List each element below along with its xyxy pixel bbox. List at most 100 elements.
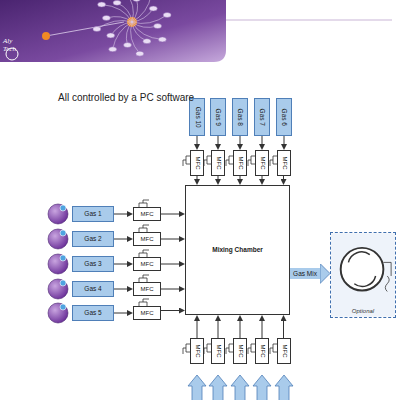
optional-unit-label: Optional <box>352 308 374 314</box>
gas-inlet-arrow: Gas 9 <box>210 98 226 136</box>
flow-arrow <box>240 176 241 179</box>
inlet-arrow <box>209 375 227 400</box>
bottle-valve <box>60 255 66 261</box>
mfc-box: MFC <box>255 150 269 176</box>
gas-bottle <box>48 254 68 274</box>
valve-symbol <box>139 299 149 306</box>
flow-arrow <box>240 136 241 144</box>
mfc-box: MFC <box>133 232 161 246</box>
banner-node <box>109 47 117 52</box>
banner-spoke <box>113 22 132 49</box>
mixing-chamber: Mixing Chamber <box>185 185 290 315</box>
gas-inlet-arrow-label: Gas 8 <box>237 108 244 125</box>
banner-node <box>107 33 115 38</box>
flow-arrow <box>262 176 263 179</box>
flow-arrow <box>114 239 127 240</box>
gas-bottle <box>48 303 68 323</box>
optional-ground <box>331 233 395 316</box>
mfc-box-label: MFC <box>141 261 154 267</box>
banner-node <box>154 24 162 29</box>
mfc-box: MFC <box>133 282 161 296</box>
gas-bottles <box>48 204 68 323</box>
flow-arrow <box>284 136 285 144</box>
flow-arrow <box>114 214 127 215</box>
valve-symbol <box>204 156 211 166</box>
mfc-box: MFC <box>233 150 247 176</box>
mfc-box: MFC <box>233 338 247 364</box>
valve-symbol <box>248 344 255 354</box>
output-arrow <box>290 268 320 279</box>
pump-coil <box>383 262 391 291</box>
valve-symbol <box>183 344 190 354</box>
edge-label: Gas Mix <box>292 270 318 277</box>
mfc-box: MFC <box>277 150 291 176</box>
flow-arrow <box>114 289 127 290</box>
logo-text: Aly Tech <box>3 38 19 53</box>
banner-node <box>102 15 110 20</box>
inlet-arrow <box>231 375 249 400</box>
gas-inlet-arrow: Gas 2 <box>72 231 114 247</box>
banner-art <box>6 0 171 60</box>
gas-inlet-arrow-label: Gas 10 <box>194 107 201 128</box>
mfc-box: MFC <box>211 150 225 176</box>
banner-spoke <box>132 15 167 23</box>
banner-node <box>113 0 121 5</box>
banner-node <box>133 0 141 1</box>
mfc-box: MFC <box>190 150 204 176</box>
gas-inlet-arrow-label: Gas 3 <box>84 261 101 268</box>
mfc-box-label: MFC <box>237 157 243 170</box>
bottle-valve <box>60 230 66 236</box>
valve-symbol <box>226 156 233 166</box>
valve-symbol <box>248 156 255 166</box>
mfc-box-label: MFC <box>141 310 154 316</box>
mfc-box-label: MFC <box>259 157 265 170</box>
mfc-box: MFC <box>133 207 161 221</box>
mfc-box: MFC <box>211 338 225 364</box>
optional-unit: Optional <box>330 232 396 318</box>
gas-inlet-arrow: Gas 6 <box>276 98 292 136</box>
flow-arrow <box>161 264 179 265</box>
gas-inlet-arrow: Gas 7 <box>254 98 270 136</box>
valve-symbol <box>139 225 149 232</box>
mfc-box-label: MFC <box>281 157 287 170</box>
gas-inlet-arrow-label: Gas 7 <box>259 108 266 125</box>
pump-icon <box>331 233 395 317</box>
valve-symbol <box>139 250 149 257</box>
flow-arrow <box>283 176 284 179</box>
flow-arrow <box>197 321 198 338</box>
flow-arrow <box>114 264 127 265</box>
gas-bottle <box>48 204 68 224</box>
mfc-box-label: MFC <box>281 345 287 358</box>
banner-spoke <box>132 22 162 39</box>
valve-symbol <box>183 156 190 166</box>
mfc-box-label: MFC <box>215 345 221 358</box>
gas-bottle <box>48 229 68 249</box>
mfc-box-label: MFC <box>237 345 243 358</box>
mfc-box-label: MFC <box>194 157 200 170</box>
flow-arrow <box>197 136 198 144</box>
gas-bottle <box>48 279 68 299</box>
pump-housing <box>341 248 384 291</box>
valve-symbol <box>270 156 277 166</box>
gas-inlet-arrow-label: Gas 9 <box>215 108 222 125</box>
mixing-chamber-label: Mixing Chamber <box>212 247 263 254</box>
gas-inlet-arrow: Gas 1 <box>72 206 114 222</box>
banner-node <box>136 51 144 56</box>
mfc-box-label: MFC <box>141 286 154 292</box>
flow-arrow <box>161 310 179 311</box>
flow-arrow <box>240 321 241 338</box>
gas-inlet-arrow-label: Gas 4 <box>84 286 101 293</box>
flow-arrow <box>218 321 219 338</box>
inlet-arrow <box>188 375 206 400</box>
mfc-box: MFC <box>190 338 204 364</box>
gas-inlet-arrow-label: Gas 5 <box>84 310 101 317</box>
flow-arrow <box>262 321 263 338</box>
gas-inlet-arrow: Gas 5 <box>72 305 114 321</box>
inlet-arrow <box>253 375 271 400</box>
gas-inlet-arrow-label: Gas 6 <box>281 108 288 125</box>
bottle-valve <box>60 280 66 286</box>
banner-spoke <box>131 22 140 54</box>
flow-arrow <box>161 239 179 240</box>
valve-symbol <box>226 344 233 354</box>
